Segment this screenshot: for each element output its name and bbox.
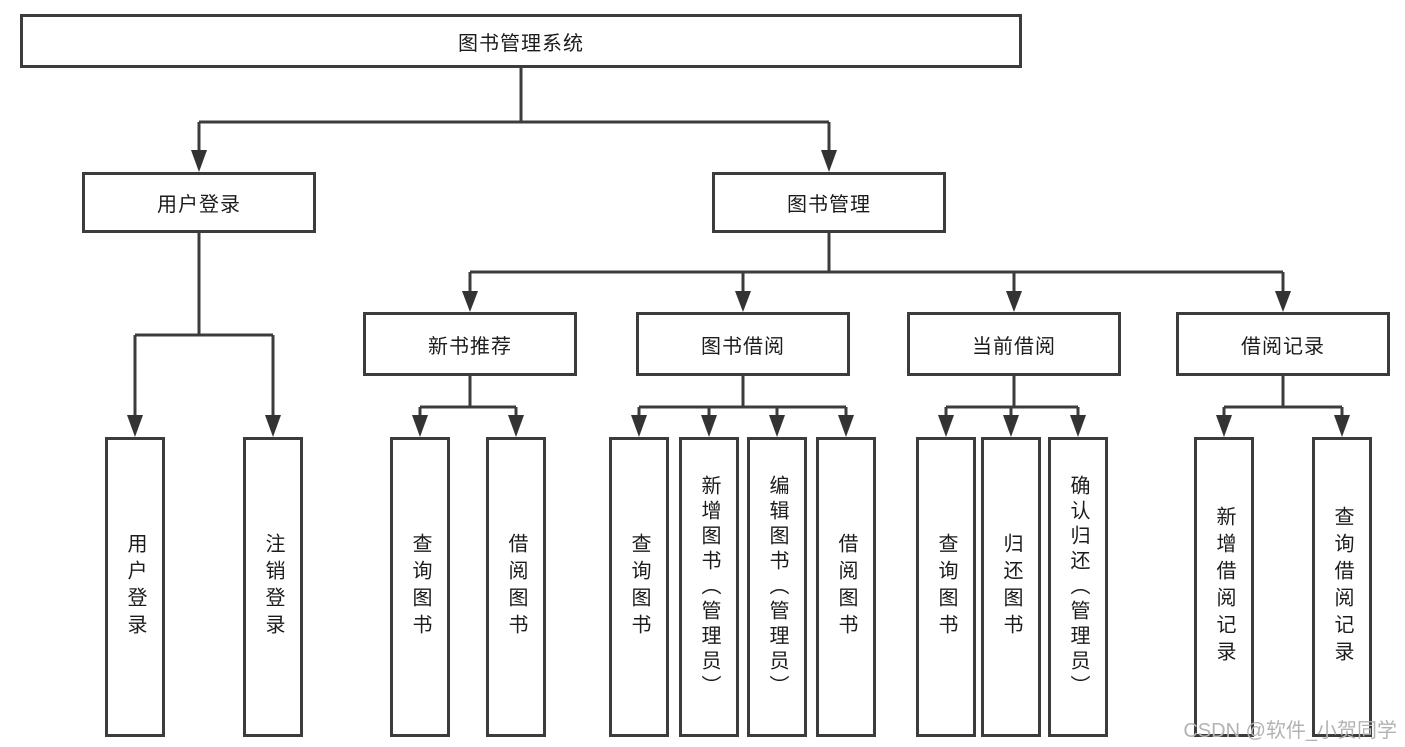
- node-label: 用户登录: [157, 194, 241, 216]
- node-label: 图书管理: [787, 194, 871, 216]
- node-label: 查询图书: [935, 533, 957, 641]
- node-label: 图书管理系统: [458, 32, 584, 55]
- node-label: 用户登录: [124, 533, 146, 641]
- leaf-query-books-1: 查询图书: [390, 437, 450, 737]
- node-label: 查询借阅记录: [1331, 506, 1353, 668]
- node-book-borrowing: 图书借阅: [636, 312, 850, 376]
- node-library-management-system: 图书管理系统: [20, 14, 1022, 68]
- node-label: 新增图书（管理员）: [698, 474, 720, 700]
- node-borrowing-records: 借阅记录: [1176, 312, 1390, 376]
- leaf-logout: 注销登录: [243, 437, 303, 737]
- node-book-management-branch: 图书管理: [712, 172, 946, 233]
- node-label: 编辑图书（管理员）: [766, 474, 788, 700]
- leaf-edit-books-admin: 编辑图书（管理员）: [747, 437, 807, 737]
- node-label: 新书推荐: [428, 335, 512, 358]
- node-new-book-recommend: 新书推荐: [363, 312, 577, 376]
- node-label: 确认归还（管理员）: [1067, 474, 1089, 700]
- node-label: 借阅记录: [1241, 335, 1325, 358]
- leaf-add-books-admin: 新增图书（管理员）: [679, 437, 739, 737]
- node-label: 借阅图书: [505, 533, 527, 641]
- leaf-borrow-books-2: 借阅图书: [816, 437, 876, 737]
- node-label: 注销登录: [262, 533, 284, 641]
- csdn-watermark: CSDN @软件_小贺同学: [1183, 720, 1397, 742]
- node-user-login-branch: 用户登录: [82, 172, 316, 233]
- node-current-borrowing: 当前借阅: [907, 312, 1121, 376]
- node-label: 图书借阅: [701, 335, 785, 358]
- leaf-add-borrow-record: 新增借阅记录: [1194, 437, 1254, 737]
- node-label: 新增借阅记录: [1213, 506, 1235, 668]
- leaf-query-borrow-record: 查询借阅记录: [1312, 437, 1372, 737]
- node-label: 查询图书: [628, 533, 650, 641]
- leaf-query-books-3: 查询图书: [916, 437, 976, 737]
- node-label: 查询图书: [409, 533, 431, 641]
- leaf-borrow-books-1: 借阅图书: [486, 437, 546, 737]
- leaf-query-books-2: 查询图书: [609, 437, 669, 737]
- node-label: 当前借阅: [972, 335, 1056, 358]
- leaf-return-books: 归还图书: [981, 437, 1041, 737]
- node-label: 借阅图书: [835, 533, 857, 641]
- leaf-user-login: 用户登录: [105, 437, 165, 737]
- node-label: 归还图书: [1000, 533, 1022, 641]
- leaf-confirm-return-admin: 确认归还（管理员）: [1048, 437, 1108, 737]
